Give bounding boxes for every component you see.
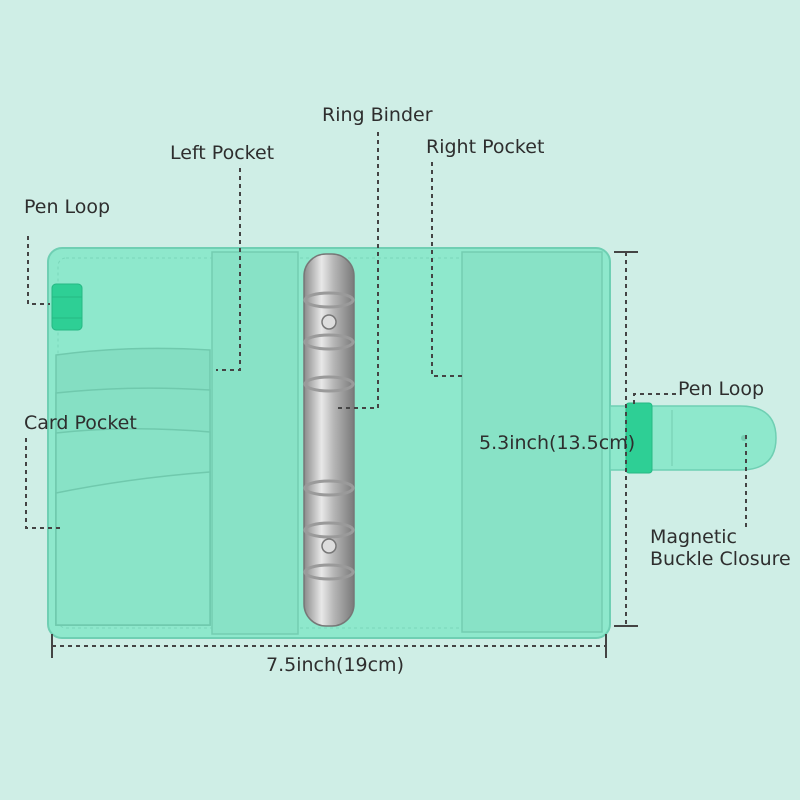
card-pockets — [55, 347, 211, 626]
height-dimension-label: 5.3inch(13.5cm) — [479, 432, 636, 454]
magnetic-strap — [609, 402, 777, 474]
pen-loop-right-label: Pen Loop — [678, 378, 765, 400]
ring-binder-label: Ring Binder — [322, 104, 433, 126]
left-pocket-label: Left Pocket — [170, 142, 275, 164]
width-dimension-label: 7.5inch(19cm) — [266, 654, 404, 676]
left-pocket — [211, 251, 299, 635]
magnetic-label-line2: Buckle Closure — [650, 548, 791, 570]
left-pen-loop — [51, 283, 83, 331]
right-pocket — [461, 251, 603, 633]
pen-loop-left-label: Pen Loop — [24, 196, 111, 218]
ring-binder-mechanism — [303, 253, 355, 627]
magnetic-label-line1: Magnetic — [650, 526, 738, 548]
right-pocket-label: Right Pocket — [426, 136, 545, 158]
dimension-lines — [51, 251, 638, 658]
leader-lines — [25, 132, 747, 529]
card-pocket-label: Card Pocket — [24, 412, 137, 434]
